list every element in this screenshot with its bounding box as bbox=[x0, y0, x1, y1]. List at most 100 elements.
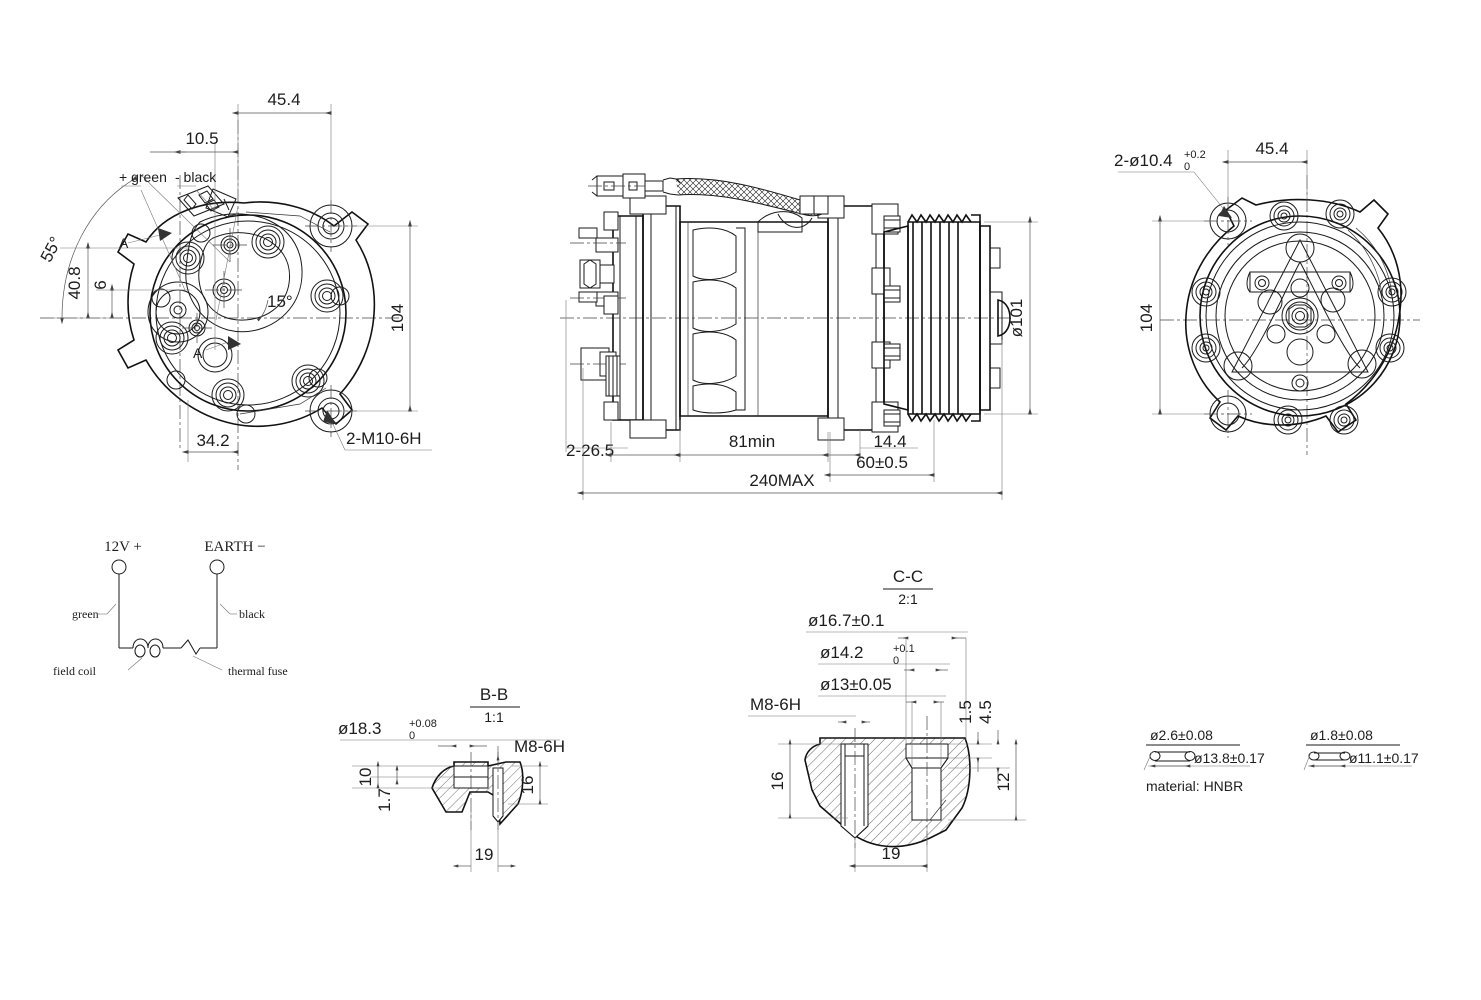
dim-45-4-rear: 45.4 bbox=[231, 90, 332, 208]
section-bb-scale: 1:1 bbox=[484, 709, 504, 725]
callout-dia-10-4-upper: +0.2 bbox=[1184, 149, 1206, 161]
oring-left-inner-text: ø13.8±0.17 bbox=[1194, 750, 1265, 766]
o-ring-detail-large-group: ø2.6±0.08 ø13.8±0.17 material: HNBR bbox=[1143, 727, 1265, 794]
dim-34-2-rear-text: 34.2 bbox=[196, 431, 229, 450]
wiring-label-green: green bbox=[72, 607, 99, 621]
section-mark-a-upper: A bbox=[119, 228, 172, 251]
wiring-terminal-12v: 12V + bbox=[104, 539, 142, 555]
section-c-c-group: C-C 2:1 ø16.7±0.1 bbox=[748, 567, 1026, 872]
dim-19-cc-text: 19 bbox=[882, 844, 901, 863]
section-b-b-group: B-B 1:1 ø18.3 +0.08 0 M8-6H bbox=[338, 685, 565, 872]
dim-dia-13-text: ø13±0.05 bbox=[820, 675, 892, 694]
wiring-terminal-earth: EARTH − bbox=[204, 539, 265, 555]
dim-angle-15-rear: 15° bbox=[215, 205, 293, 322]
dim-10-bb: 10 bbox=[352, 760, 454, 789]
section-cc-title: C-C bbox=[893, 567, 923, 586]
dim-34-2-rear: 34.2 bbox=[181, 400, 239, 462]
wiring-label-black: black bbox=[239, 607, 265, 621]
dim-240max: 240MAX bbox=[576, 340, 1003, 500]
dim-14-4-text: 14.4 bbox=[873, 432, 906, 451]
dim-45-4-rear-text: 45.4 bbox=[267, 90, 300, 109]
callout-dia-10-4-lower: 0 bbox=[1184, 161, 1190, 173]
callout-dia-10-4: 2-ø10.4 +0.2 0 bbox=[1114, 149, 1232, 218]
section-bb-title: B-B bbox=[480, 685, 508, 704]
dim-19-bb-text: 19 bbox=[475, 845, 494, 864]
dim-45-4-front: 45.4 bbox=[1221, 139, 1308, 208]
dim-12-cc: 12 bbox=[948, 738, 1026, 821]
oring-material-text: material: HNBR bbox=[1146, 778, 1243, 794]
dim-1-5-cc-text: 1.5 bbox=[956, 700, 975, 724]
dim-19-cc: 19 bbox=[848, 828, 928, 872]
dim-angle-55-text: 55° bbox=[37, 234, 66, 266]
housing-studs-front bbox=[1191, 199, 1407, 435]
view-front-clutch-face: 45.4 104 2-ø10.4 +0.2 0 bbox=[1114, 139, 1420, 455]
electrical-connector bbox=[177, 185, 237, 218]
dim-dia-18-3-upper: +0.08 bbox=[409, 718, 437, 730]
view-side-elevation: ø101 2-26.5 81min 14.4 bbox=[560, 173, 1038, 500]
dim-1-7-bb-text: 1.7 bbox=[375, 788, 394, 812]
callout-m8-cc: M8-6H bbox=[748, 695, 870, 724]
dim-60: 60±0.5 bbox=[823, 420, 935, 482]
dim-10-bb-text: 10 bbox=[356, 768, 375, 787]
dim-dia-101-text: ø101 bbox=[1007, 299, 1026, 338]
callout-green-text: + green bbox=[119, 169, 167, 185]
dim-16-cc: 16 bbox=[768, 738, 848, 819]
section-mark-a-lower: A bbox=[193, 336, 241, 361]
dim-2-26-5: 2-26.5 bbox=[565, 300, 628, 460]
wiring-label-thermal-fuse: thermal fuse bbox=[228, 664, 288, 678]
front-head-bolts bbox=[883, 215, 901, 427]
dim-1-5-cc: 1.5 bbox=[948, 700, 992, 772]
callout-m10-thread: 2-M10-6H bbox=[323, 410, 432, 451]
callout-black-wire: - black bbox=[175, 169, 217, 213]
dim-dia-14-2-cc: ø14.2 +0.1 0 bbox=[818, 643, 950, 672]
dim-104-rear: 104 bbox=[340, 219, 418, 412]
housing-bolt-bosses bbox=[155, 225, 344, 412]
oring-right-cord-text: ø1.8±0.08 bbox=[1310, 727, 1373, 743]
dim-6-rear-text: 6 bbox=[91, 280, 110, 289]
callout-m8-bb-text: M8-6H bbox=[514, 737, 565, 756]
dim-16-cc-text: 16 bbox=[768, 772, 787, 791]
dim-16-bb: 16 bbox=[508, 760, 548, 805]
callout-m8-cc-text: M8-6H bbox=[750, 695, 801, 714]
mount-hole-lower bbox=[1204, 390, 1252, 438]
dim-dia-16-7-cc: ø16.7±0.1 bbox=[806, 611, 968, 744]
dim-dia-13-cc: ø13±0.05 bbox=[818, 675, 946, 766]
dim-104-rear-text: 104 bbox=[388, 304, 407, 332]
wiring-label-field-coil: field coil bbox=[53, 664, 97, 678]
dim-60-text: 60±0.5 bbox=[856, 453, 908, 472]
dim-16-bb-text: 16 bbox=[518, 776, 537, 795]
callout-green-wire: + green bbox=[119, 169, 186, 291]
dim-dia-14-2-upper: +0.1 bbox=[893, 643, 915, 655]
dim-4-5-cc-text: 4.5 bbox=[976, 700, 995, 724]
wiring-diagram: 12V + EARTH − green black field coil the… bbox=[53, 539, 288, 678]
dim-angle-15-text: 15° bbox=[267, 292, 293, 311]
dim-14-4: 14.4 bbox=[821, 430, 918, 462]
dim-4-5-cc: 4.5 bbox=[948, 700, 1010, 784]
dim-dia-14-2-lower: 0 bbox=[893, 655, 899, 667]
clutch-armature-spider bbox=[1223, 233, 1377, 392]
oring-right-inner-text: ø11.1±0.17 bbox=[1349, 750, 1419, 766]
connector-and-braided-hose bbox=[588, 173, 829, 228]
callout-dia-10-4-text: 2-ø10.4 bbox=[1114, 151, 1173, 170]
dim-240max-text: 240MAX bbox=[749, 471, 814, 490]
section-label-a-lower: A bbox=[193, 345, 203, 361]
o-ring-detail-small-group: ø1.8±0.08 ø11.1±0.17 bbox=[1303, 727, 1419, 771]
dim-dia-18-3-text: ø18.3 bbox=[338, 719, 381, 738]
dim-1-7-bb: 1.7 bbox=[370, 764, 454, 812]
dim-19-bb: 19 bbox=[452, 812, 517, 872]
view-rear-mounting-face: 45.4 10.5 104 34.2 40.8 bbox=[37, 90, 432, 470]
dim-dia-18-3: ø18.3 +0.08 0 bbox=[338, 718, 560, 748]
dim-12-cc-text: 12 bbox=[994, 773, 1013, 792]
callout-m10-text: 2-M10-6H bbox=[346, 429, 422, 448]
dim-104-front-text: 104 bbox=[1137, 304, 1156, 332]
rear-head-bolts bbox=[603, 211, 619, 421]
callout-m8-bb: M8-6H bbox=[496, 737, 565, 761]
section-label-a-upper: A bbox=[119, 235, 129, 251]
oring-left-cord-text: ø2.6±0.08 bbox=[1150, 727, 1213, 743]
dim-10-5-rear-text: 10.5 bbox=[185, 129, 218, 148]
dim-45-4-front-text: 45.4 bbox=[1255, 139, 1288, 158]
dim-dia-101: ø101 bbox=[984, 215, 1038, 415]
callout-black-text: - black bbox=[175, 169, 217, 185]
